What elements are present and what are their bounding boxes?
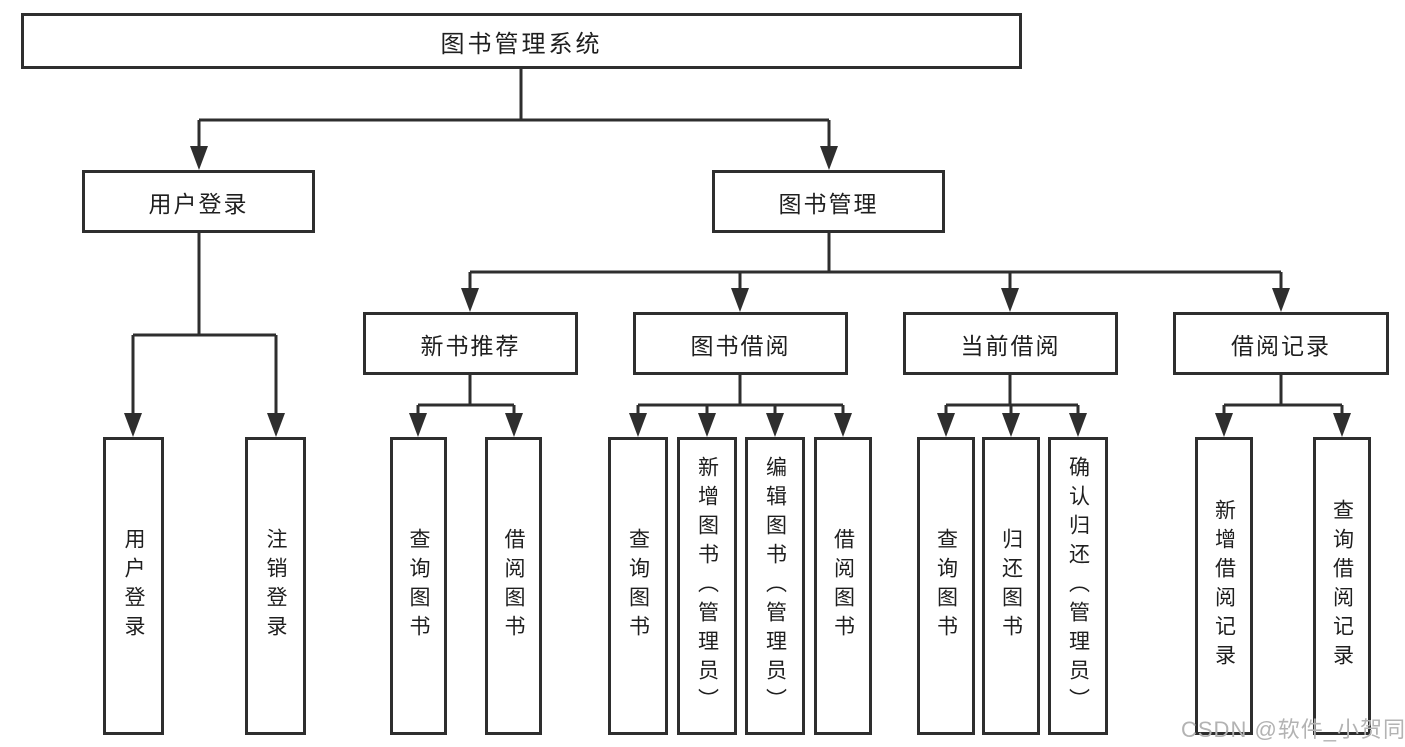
connector-newbook-to-leaves <box>409 375 523 437</box>
node-leaf-return-book: 归还图书 <box>982 437 1040 735</box>
node-leaf-borrow-query-label: 查询图书 <box>626 528 650 644</box>
arrowhead-down-icon <box>766 413 784 437</box>
node-leaf-newbook-query-label: 查询图书 <box>407 528 430 644</box>
node-leaf-current-query-label: 查询图书 <box>934 528 958 644</box>
node-new-book-recommend: 新书推荐 <box>363 312 578 375</box>
node-borrow-record-label: 借阅记录 <box>1231 332 1331 359</box>
arrowhead-down-icon <box>124 413 142 437</box>
node-leaf-record-query: 查询借阅记录 <box>1313 437 1371 735</box>
csdn-watermark: CSDN @软件_小贺同学 <box>1181 717 1405 742</box>
arrowhead-down-icon <box>505 413 523 437</box>
connector-userlogin-to-leaves <box>124 233 285 437</box>
node-book-borrow: 图书借阅 <box>633 312 848 375</box>
node-leaf-borrow-edit-admin: 编辑图书（管理员） <box>745 437 805 735</box>
node-leaf-confirm-return-admin-label: 确认归还（管理员） <box>1066 455 1090 717</box>
arrowhead-down-icon <box>267 413 285 437</box>
node-current-borrow: 当前借阅 <box>903 312 1118 375</box>
connector-line <box>468 233 1283 290</box>
node-root-system: 图书管理系统 <box>21 13 1022 69</box>
arrowhead-down-icon <box>937 413 955 437</box>
connector-bookborrow-to-leaves <box>629 375 852 437</box>
connector-line <box>944 375 1080 413</box>
arrowhead-down-icon <box>834 413 852 437</box>
node-leaf-logout-label: 注销登录 <box>264 528 287 644</box>
arrowhead-down-icon <box>1001 288 1019 312</box>
arrowhead-down-icon <box>190 146 208 170</box>
node-leaf-return-book-label: 归还图书 <box>999 528 1023 644</box>
node-leaf-newbook-borrow: 借阅图书 <box>485 437 542 735</box>
arrowhead-down-icon <box>1002 413 1020 437</box>
node-book-management: 图书管理 <box>712 170 945 233</box>
connector-line <box>131 233 278 413</box>
arrowhead-down-icon <box>629 413 647 437</box>
node-leaf-borrow-query: 查询图书 <box>608 437 668 735</box>
node-leaf-confirm-return-admin: 确认归还（管理员） <box>1048 437 1108 735</box>
arrowhead-down-icon <box>731 288 749 312</box>
arrowhead-down-icon <box>461 288 479 312</box>
connector-line <box>416 375 516 413</box>
node-leaf-user-login-label: 用户登录 <box>122 528 145 644</box>
node-book-management-label: 图书管理 <box>778 190 879 217</box>
node-leaf-record-add: 新增借阅记录 <box>1195 437 1253 735</box>
node-leaf-newbook-query: 查询图书 <box>390 437 447 735</box>
connector-borrowrecord-to-leaves <box>1215 375 1351 437</box>
node-borrow-record: 借阅记录 <box>1173 312 1389 375</box>
node-leaf-borrow-book-label: 借阅图书 <box>831 528 855 644</box>
connector-line <box>1222 375 1344 413</box>
node-leaf-record-add-label: 新增借阅记录 <box>1212 499 1236 673</box>
arrowhead-down-icon <box>1272 288 1290 312</box>
node-leaf-borrow-edit-admin-label: 编辑图书（管理员） <box>763 455 787 717</box>
node-leaf-logout: 注销登录 <box>245 437 306 735</box>
node-leaf-borrow-add-admin-label: 新增图书（管理员） <box>695 455 719 717</box>
node-leaf-record-query-label: 查询借阅记录 <box>1330 499 1354 673</box>
connector-currentborrow-to-leaves <box>937 375 1087 437</box>
node-leaf-user-login: 用户登录 <box>103 437 164 735</box>
arrowhead-down-icon <box>820 146 838 170</box>
node-user-login: 用户登录 <box>82 170 315 233</box>
node-leaf-borrow-book: 借阅图书 <box>814 437 872 735</box>
arrowhead-down-icon <box>409 413 427 437</box>
arrowhead-down-icon <box>1069 413 1087 437</box>
arrowhead-down-icon <box>1215 413 1233 437</box>
connector-bookmgmt-to-level3 <box>461 233 1290 312</box>
node-user-login-label: 用户登录 <box>148 190 249 217</box>
node-leaf-current-query: 查询图书 <box>917 437 975 735</box>
node-book-borrow-label: 图书借阅 <box>690 332 791 359</box>
node-new-book-recommend-label: 新书推荐 <box>420 332 521 359</box>
arrowhead-down-icon <box>698 413 716 437</box>
connector-root-to-level2 <box>190 69 838 170</box>
node-leaf-newbook-borrow-label: 借阅图书 <box>502 528 525 644</box>
node-current-borrow-label: 当前借阅 <box>960 332 1061 359</box>
connector-line <box>197 69 831 148</box>
node-root-system-label: 图书管理系统 <box>440 30 603 58</box>
node-leaf-borrow-add-admin: 新增图书（管理员） <box>677 437 737 735</box>
arrowhead-down-icon <box>1333 413 1351 437</box>
connector-line <box>636 375 845 413</box>
